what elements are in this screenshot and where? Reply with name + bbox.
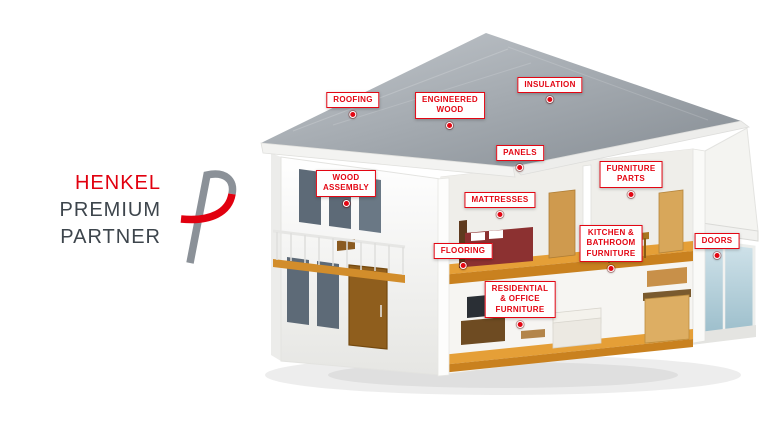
location-dot-icon (546, 96, 554, 104)
annex-with-doors (687, 127, 759, 345)
henkel-premium-partner-logo: HENKEL PREMIUM PARTNER (43, 170, 237, 266)
label-text: DOORS (694, 233, 740, 250)
label-doors: DOORS (694, 233, 740, 260)
kitchen-cabinets (643, 267, 691, 344)
location-dot-icon (516, 321, 524, 329)
label-text: FLOORING (433, 243, 493, 260)
label-kitchen-bathroom-furniture: KITCHEN & BATHROOM FURNITURE (579, 225, 643, 273)
location-dot-icon (607, 265, 615, 273)
location-dot-icon (496, 211, 504, 219)
sofa (552, 307, 602, 349)
roof (260, 33, 750, 178)
label-text: KITCHEN & BATHROOM FURNITURE (579, 225, 643, 263)
label-text: MATTRESSES (464, 192, 536, 209)
location-dot-icon (342, 199, 350, 207)
balcony (272, 229, 406, 283)
label-panels: PANELS (496, 145, 544, 172)
location-dot-icon (349, 111, 357, 119)
label-text: PANELS (496, 145, 544, 162)
location-dot-icon (516, 164, 524, 172)
logo-henkel-text: HENKEL (74, 172, 161, 194)
logo-premium-text: PREMIUM (59, 199, 161, 221)
coffee-table (521, 329, 545, 339)
label-wood-assembly: WOOD ASSEMBLY (315, 170, 377, 207)
label-mattresses: MATTRESSES (464, 192, 536, 219)
label-roofing: ROOFING (326, 92, 380, 119)
logo-wordmark: HENKEL PREMIUM PARTNER (43, 170, 161, 251)
location-dot-icon (459, 262, 467, 270)
label-engineered-wood: ENGINEERED WOOD (415, 92, 485, 129)
lower-windows (287, 257, 339, 329)
label-text: FURNITURE PARTS (599, 161, 663, 188)
label-flooring: FLOORING (433, 243, 493, 270)
label-insulation: INSULATION (517, 77, 583, 104)
label-furniture-parts: FURNITURE PARTS (599, 161, 663, 198)
p-emblem-icon (180, 170, 237, 264)
label-text: ENGINEERED WOOD (415, 92, 485, 119)
label-text: RESIDENTIAL & OFFICE FURNITURE (484, 281, 556, 319)
shelf-unit (658, 189, 684, 254)
label-text: WOOD ASSEMBLY (315, 170, 377, 197)
wardrobe (548, 189, 576, 259)
location-dot-icon (446, 121, 454, 129)
location-dot-icon (713, 252, 721, 260)
house-cutaway-illustration (260, 33, 759, 395)
label-residential-office-furniture: RESIDENTIAL & OFFICE FURNITURE (484, 281, 556, 329)
label-text: ROOFING (326, 92, 380, 109)
ground-wood-floor (441, 329, 693, 365)
location-dot-icon (627, 190, 635, 198)
logo-partner-text: PARTNER (60, 226, 161, 248)
label-text: INSULATION (517, 77, 583, 94)
